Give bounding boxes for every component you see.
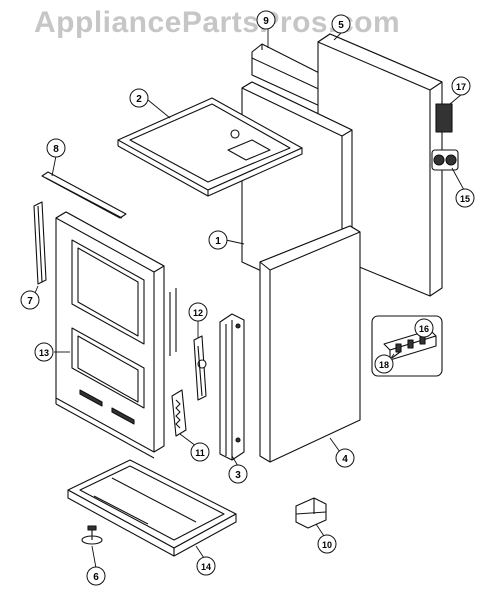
- callout-11: 11: [190, 442, 210, 462]
- callout-3: 3: [228, 464, 248, 484]
- part-10-anti-tip-bracket: [295, 497, 327, 529]
- svg-text:8: 8: [53, 144, 59, 155]
- callout-10: 10: [317, 534, 337, 554]
- svg-text:12: 12: [193, 308, 203, 318]
- leader-lines: [31, 26, 465, 569]
- callout-6: 6: [86, 566, 106, 586]
- callout-15: 15: [455, 188, 475, 208]
- callout-12: 12: [188, 302, 208, 322]
- svg-text:4: 4: [342, 454, 348, 465]
- part-4-side-panel: [259, 225, 361, 463]
- part-13-front-frame: [55, 211, 165, 459]
- svg-text:16: 16: [419, 324, 429, 334]
- svg-text:5: 5: [338, 20, 344, 31]
- callout-7: 7: [20, 290, 40, 310]
- callout-16: 16: [414, 318, 434, 338]
- part-11-hinge-bracket: [169, 288, 187, 437]
- svg-text:11: 11: [195, 448, 205, 458]
- part-3-vertical-channel: [219, 313, 245, 461]
- svg-text:13: 13: [39, 348, 49, 358]
- callouts: 9 5 2 17 8 15 1 7 12 13 16 18 11 3 4 10 …: [20, 10, 475, 586]
- callout-13: 13: [34, 342, 54, 362]
- svg-text:15: 15: [460, 194, 470, 204]
- callout-5: 5: [331, 14, 351, 34]
- callout-2: 2: [129, 88, 149, 108]
- part-8-top-trim: [41, 171, 127, 219]
- svg-text:6: 6: [93, 572, 99, 583]
- part-14-bottom-pan: [67, 459, 237, 557]
- callout-17: 17: [451, 76, 471, 96]
- svg-text:7: 7: [27, 296, 33, 307]
- svg-text:9: 9: [263, 16, 269, 27]
- callout-9: 9: [256, 10, 276, 30]
- callout-4: 4: [335, 448, 355, 468]
- part-6-leveling-leg: [81, 525, 103, 545]
- svg-text:10: 10: [322, 540, 332, 550]
- svg-text:14: 14: [201, 562, 211, 572]
- svg-text:17: 17: [456, 82, 466, 92]
- svg-text:1: 1: [215, 236, 221, 247]
- part-7-left-trim: [33, 201, 47, 285]
- callout-18: 18: [374, 354, 394, 374]
- part-12-vertical-bracket: [193, 335, 207, 401]
- callout-1: 1: [208, 230, 228, 250]
- svg-text:3: 3: [235, 470, 241, 481]
- callout-14: 14: [196, 556, 216, 576]
- part-2-top-frame: [117, 97, 303, 197]
- svg-text:2: 2: [136, 94, 142, 105]
- svg-text:18: 18: [379, 360, 389, 370]
- callout-8: 8: [46, 138, 66, 158]
